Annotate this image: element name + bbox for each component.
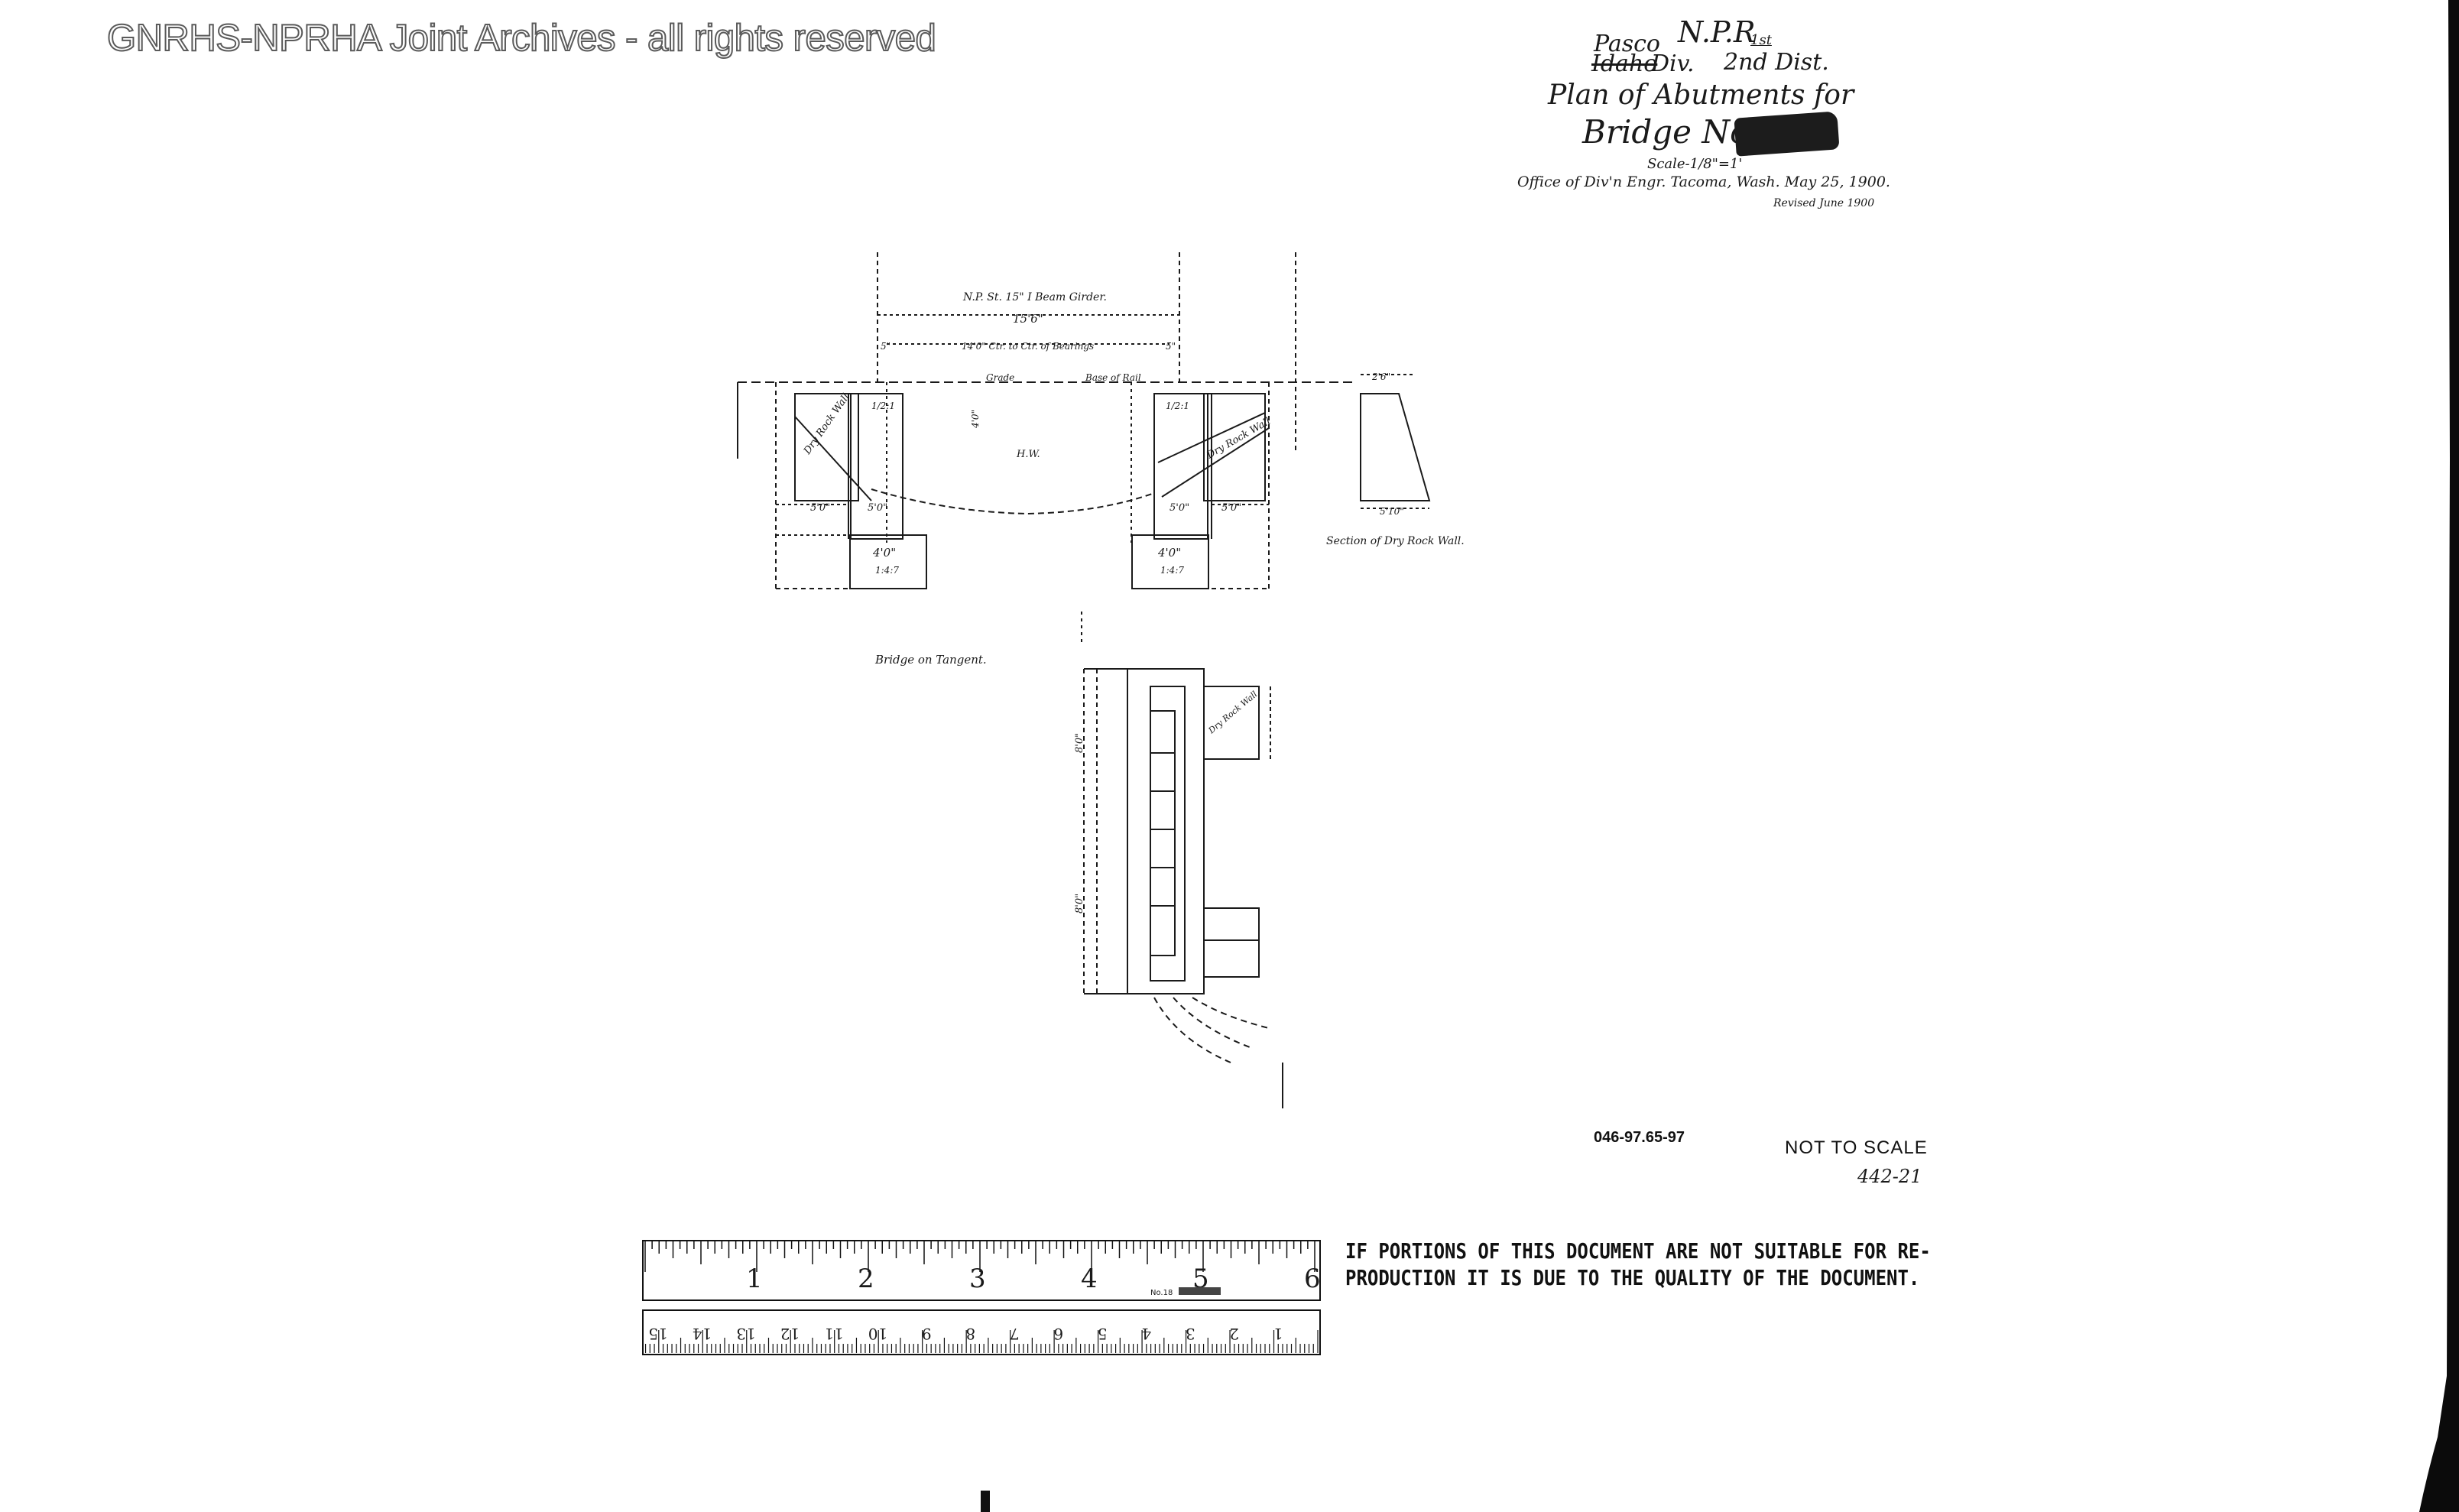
dim-5ft-b: 5'0": [868, 502, 887, 514]
title-office: Office of Div'n Engr. Tacoma, Wash. May …: [1517, 174, 1890, 190]
footing-left-mix: 1:4:7: [875, 565, 899, 576]
dim-5in-right: 5": [1166, 341, 1176, 352]
title-railway: N.P.R: [1678, 15, 1756, 49]
dim-5ft-a: 5'0": [810, 502, 830, 514]
dim-4ft: 4'0": [970, 410, 981, 429]
title-division: Div.: [1651, 50, 1695, 77]
dim-5ft-d: 5'0": [1221, 502, 1241, 514]
ruler-cm-label: 8: [965, 1325, 975, 1343]
high-water-label: H.W.: [1016, 449, 1040, 460]
ruler-cm-label: 3: [1186, 1325, 1195, 1343]
wall-top-dim: 2'6": [1371, 372, 1390, 382]
ruler-cm-label: 14: [693, 1325, 712, 1343]
drawing-number: 046-97.65-97: [1594, 1129, 1685, 1146]
ruler-inch-label: 3: [969, 1264, 986, 1294]
dry-rock-wall-left: Dry Rock Wall: [801, 391, 852, 457]
sheet-reference: 442-21: [1857, 1166, 1922, 1187]
ruler-inch-label: 4: [1081, 1264, 1098, 1294]
ruler-cm-label: 2: [1229, 1325, 1239, 1343]
title-district: 2nd Dist.: [1724, 49, 1829, 76]
ruler-inch-label: 1: [746, 1264, 763, 1294]
footing-left-dim: 4'0": [872, 546, 896, 560]
notice-line-1: IF PORTIONS OF THIS DOCUMENT ARE NOT SUI…: [1345, 1238, 1931, 1264]
slope-left: 1/2:1: [871, 401, 895, 411]
notice-line-2: PRODUCTION IT IS DUE TO THE QUALITY OF T…: [1345, 1265, 1920, 1291]
scan-mark: [981, 1491, 990, 1512]
plan-dim-8ft-b: 8'0": [1074, 894, 1085, 913]
ruler-inch-label: 2: [858, 1264, 874, 1294]
girder-label: N.P. St. 15" I Beam Girder.: [962, 291, 1107, 303]
ruler-cm-label: 12: [780, 1325, 800, 1343]
grade-label: Grade: [986, 372, 1014, 383]
ruler-cm-label: 15: [648, 1325, 667, 1343]
title-division-struck: Idaho: [1591, 50, 1658, 77]
ruler-cm-label: 9: [922, 1325, 932, 1343]
dry-rock-wall-right: Dry Rock Wall: [1205, 416, 1273, 462]
title-location: Pasco: [1594, 31, 1660, 57]
dim-5in-left: 5": [881, 341, 890, 352]
plan-wall-label: Dry Rock Wall: [1206, 689, 1260, 736]
ruler-model: No.18: [1150, 1289, 1173, 1297]
scanner-edge: [2419, 0, 2459, 1512]
wall-bottom-dim: 5'10": [1380, 506, 1404, 517]
ruler-cm-label: 6: [1053, 1325, 1063, 1343]
archive-watermark: GNRHS-NPRHA Joint Archives - all rights …: [106, 17, 937, 60]
ruler-cm-label: 7: [1010, 1325, 1020, 1343]
slope-right: 1/2:1: [1166, 401, 1189, 411]
ruler-inch-label: 6: [1304, 1264, 1321, 1294]
ruler-cm-label: 4: [1141, 1325, 1151, 1343]
ruler-cm-label: 10: [868, 1325, 887, 1343]
title-revised: Revised June 1900: [1773, 197, 1875, 209]
title-scale: Scale-1/8"=1': [1647, 156, 1743, 172]
section-label: Section of Dry Rock Wall.: [1326, 535, 1465, 547]
dim-5ft-c: 5'0": [1169, 502, 1189, 514]
girder-length: 15'6": [1013, 312, 1043, 326]
bridge-number-label: Bridge No.: [1582, 113, 1759, 151]
footing-right-dim: 4'0": [1157, 546, 1181, 560]
title-railway-suffix: 1st: [1750, 32, 1772, 48]
ruler-cm-label: 1: [1273, 1325, 1283, 1343]
base-of-rail-label: Base of Rail: [1085, 372, 1141, 383]
bearings-label: 14'0" Ctr. to Ctr. of Bearings: [962, 341, 1094, 352]
ruler-cm-label: 5: [1098, 1325, 1108, 1343]
footing-right-mix: 1:4:7: [1160, 565, 1184, 576]
not-to-scale: NOT TO SCALE: [1785, 1137, 1928, 1158]
bridge-tangent-label: Bridge on Tangent.: [874, 653, 987, 667]
plan-title: Plan of Abutments for: [1548, 79, 1854, 111]
ruler-cm-label: 11: [824, 1325, 843, 1343]
ruler-maker-logo: [1179, 1287, 1221, 1295]
plan-dim-8ft-a: 8'0": [1074, 733, 1085, 753]
ruler-inch-label: 5: [1192, 1264, 1209, 1294]
ruler-cm-label: 13: [736, 1325, 755, 1343]
